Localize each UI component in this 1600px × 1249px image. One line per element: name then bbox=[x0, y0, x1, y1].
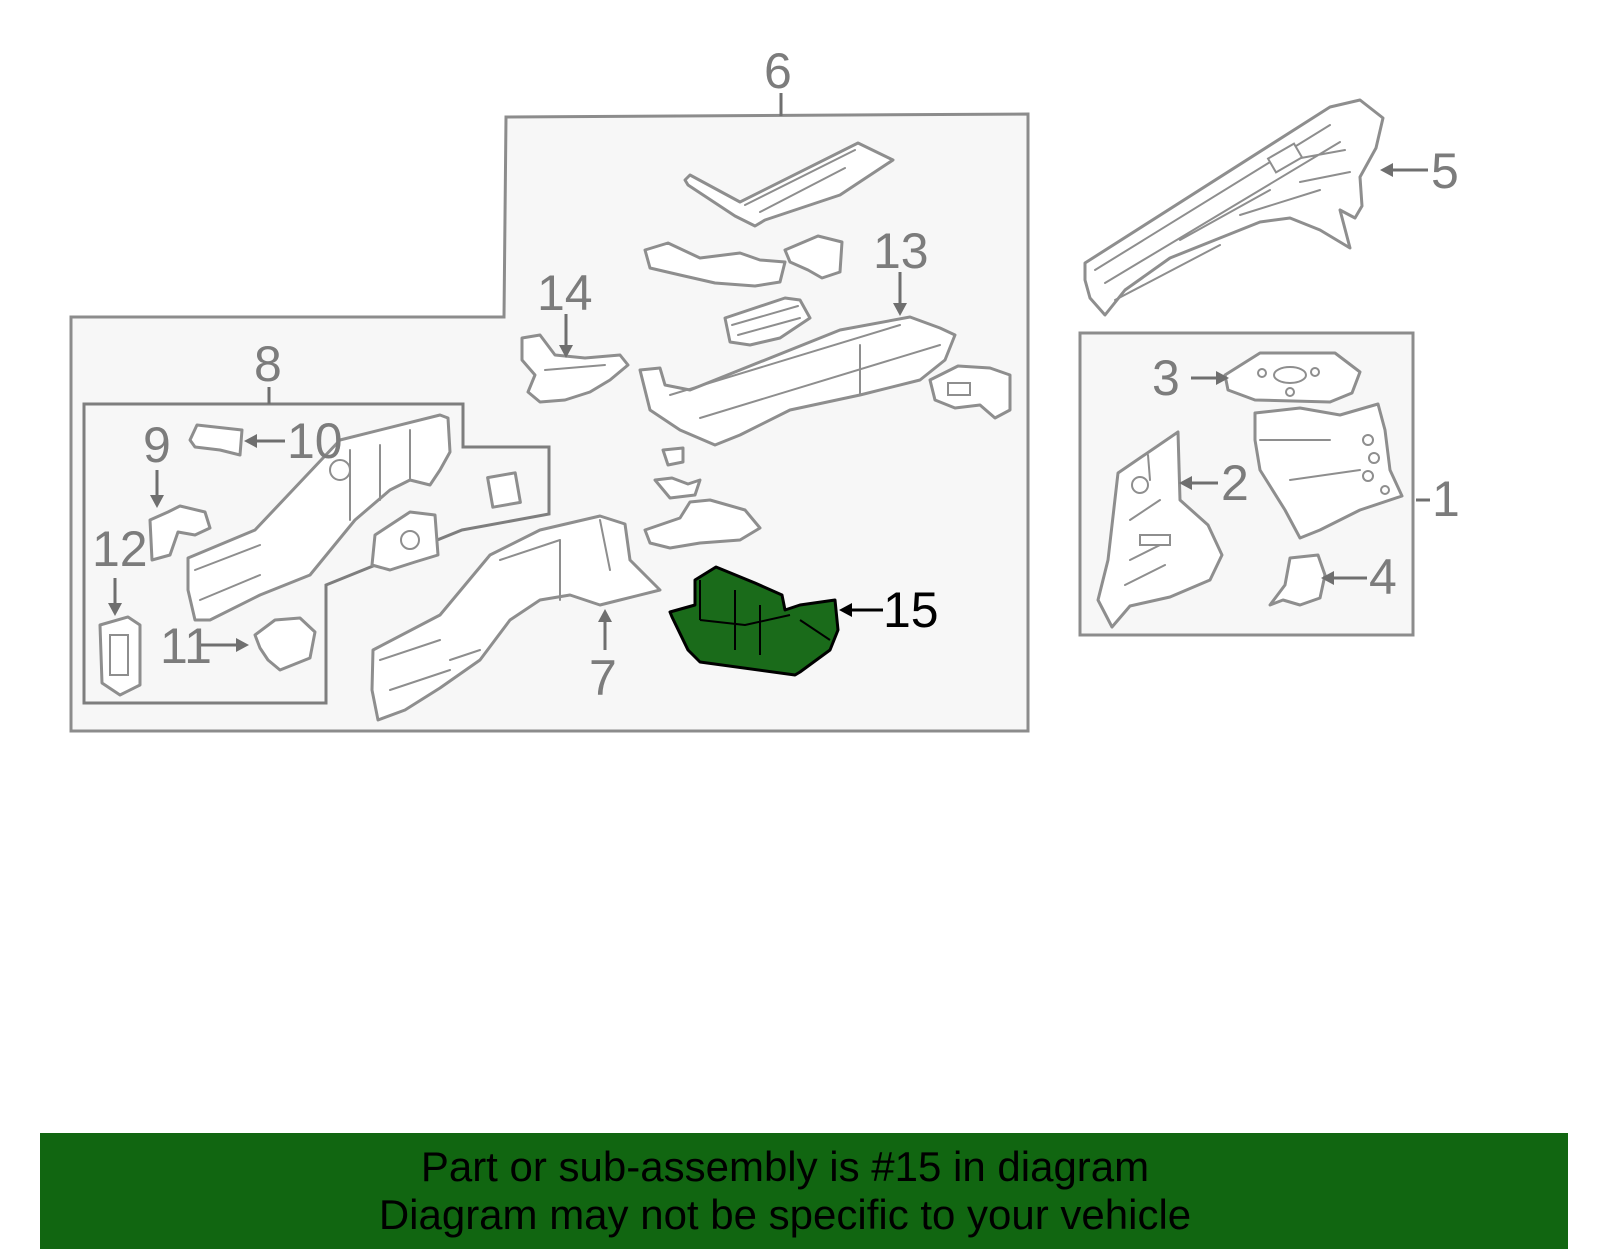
part-2-panel bbox=[1096, 430, 1224, 629]
part-14-bracket bbox=[520, 333, 630, 404]
callout-13: 13 bbox=[873, 223, 929, 279]
part-3-plate bbox=[1223, 351, 1362, 404]
callout-7: 7 bbox=[589, 650, 617, 706]
callout-11: 11 bbox=[160, 618, 212, 674]
callout-8: 8 bbox=[254, 336, 282, 392]
part-8-rail bbox=[186, 413, 452, 622]
banner-line-disclaimer: Diagram may not be specific to your vehi… bbox=[378, 1191, 1192, 1238]
part-7-wheelhouse bbox=[370, 514, 662, 722]
part-8-small-block bbox=[486, 471, 522, 509]
callout-2: 2 bbox=[1221, 455, 1249, 511]
part-6-right-bracket bbox=[928, 364, 1012, 420]
callout-1: 1 bbox=[1432, 471, 1460, 527]
part-4-bracket bbox=[1268, 553, 1327, 607]
part-1-panel bbox=[1253, 402, 1404, 540]
leader-lines bbox=[108, 93, 1430, 652]
callout-3: 3 bbox=[1152, 350, 1180, 406]
part-12-bracket bbox=[98, 615, 142, 697]
callout-5: 5 bbox=[1431, 143, 1459, 199]
part-6-small-brackets bbox=[643, 446, 762, 550]
callout-10: 10 bbox=[287, 413, 343, 469]
callout-6: 6 bbox=[764, 43, 792, 99]
part-6-upper-rail bbox=[683, 141, 895, 228]
callout-4: 4 bbox=[1369, 549, 1397, 605]
part-6-bracket-a bbox=[643, 241, 787, 288]
part-9-bracket bbox=[148, 504, 212, 562]
part-6-crossmember bbox=[723, 296, 812, 347]
callout-14: 14 bbox=[537, 265, 593, 321]
part-6-bracket-b bbox=[783, 234, 844, 280]
callout-9: 9 bbox=[143, 417, 171, 473]
part-11-bracket bbox=[253, 616, 317, 672]
part-15-highlighted[interactable] bbox=[668, 565, 840, 677]
info-banner: Part or sub-assembly is #15 in diagram D… bbox=[40, 1133, 1568, 1249]
banner-line-part-number: Part or sub-assembly is #15 in diagram bbox=[420, 1143, 1150, 1190]
part-10-bracket bbox=[188, 423, 244, 457]
part-8-plate bbox=[370, 510, 440, 572]
part-13-floor-rail bbox=[638, 315, 957, 447]
part-5-rail bbox=[1083, 98, 1385, 317]
callout-12: 12 bbox=[92, 521, 148, 577]
callout-15[interactable]: 15 bbox=[883, 582, 939, 638]
